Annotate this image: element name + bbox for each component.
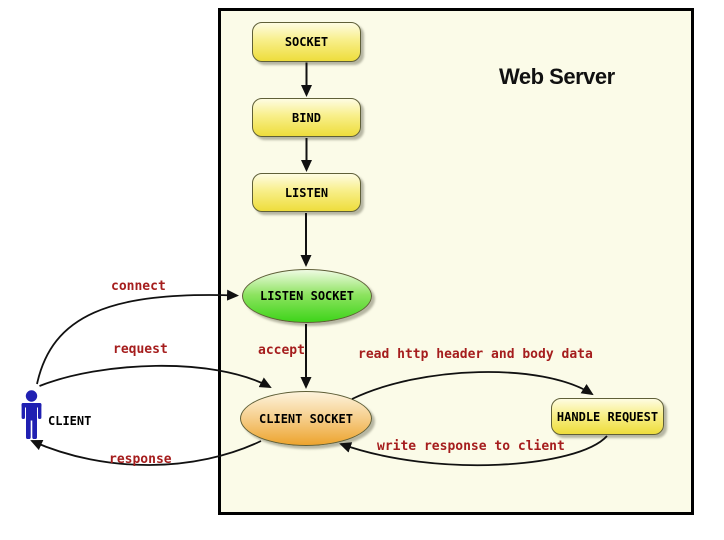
edge-label-read-http: read http header and body data: [358, 347, 593, 362]
edge-label-connect: connect: [111, 279, 166, 294]
node-handle-request: HANDLE REQUEST: [551, 398, 664, 435]
node-listen-socket-label: LISTEN SOCKET: [260, 289, 354, 303]
edge-label-write-response: write response to client: [377, 439, 565, 454]
node-bind-label: BIND: [292, 110, 321, 125]
node-bind: BIND: [252, 98, 361, 137]
node-client-socket-label: CLIENT SOCKET: [259, 411, 353, 426]
client-person-icon: [21, 390, 42, 439]
node-socket-label: SOCKET: [284, 35, 329, 49]
edge-label-request: request: [113, 342, 168, 357]
node-handle-request-label: HANDLE REQUEST: [556, 409, 659, 424]
client-label: CLIENT: [48, 414, 92, 428]
arrow-connect: [36, 289, 239, 385]
node-client-socket: CLIENT SOCKET: [240, 391, 372, 446]
node-listen: LISTEN: [252, 173, 361, 212]
node-socket: SOCKET: [252, 22, 361, 62]
node-listen-socket: LISTEN SOCKET: [242, 269, 372, 323]
edge-label-accept: accept: [258, 343, 305, 358]
node-listen-label: LISTEN: [284, 185, 329, 200]
edge-label-response: response: [109, 452, 172, 467]
web-server-title: Web Server: [499, 64, 615, 89]
